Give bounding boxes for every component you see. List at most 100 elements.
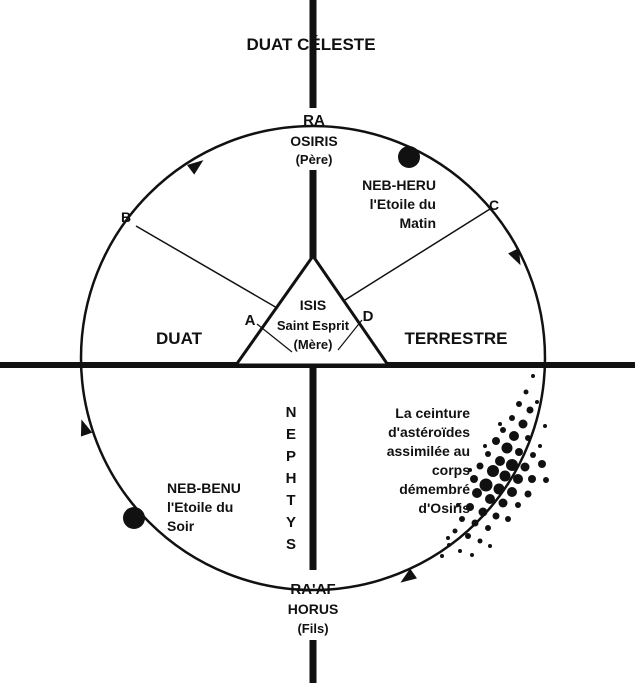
asteroid-dot	[440, 554, 444, 558]
nephthys-letter-e: E	[286, 426, 296, 443]
nephthys-letter-t: T	[286, 492, 295, 509]
point-b-label: B	[121, 209, 131, 225]
terrestre-region-label: TERRESTRE	[405, 329, 508, 348]
asteroid-dot	[458, 549, 462, 553]
nephthys-letter-n: N	[286, 404, 297, 421]
pere-label: (Père)	[296, 152, 333, 167]
asteroid-dot	[476, 462, 484, 470]
asteroid-dot	[485, 525, 491, 531]
asteroid-dot	[506, 459, 518, 471]
asteroids-line3: assimilée au	[387, 443, 470, 459]
asteroid-dot	[538, 444, 542, 448]
neb-benu-line3: Soir	[167, 518, 195, 534]
triangle-inner-line-right	[337, 319, 363, 351]
nephthys-letter-h: H	[286, 470, 297, 487]
asteroid-dot	[518, 419, 528, 429]
ra-label: RA	[303, 112, 325, 129]
asteroid-dot	[515, 502, 521, 508]
asteroid-dot	[500, 427, 506, 433]
isis-label: ISIS	[300, 297, 326, 313]
asteroid-dot	[525, 435, 531, 441]
nephthys-letter-s: S	[286, 536, 296, 553]
asteroid-dot	[452, 528, 458, 534]
asteroid-dot	[468, 468, 472, 472]
asteroid-dot	[530, 452, 536, 458]
asteroid-dot	[488, 544, 492, 548]
orbit-arrow-right	[508, 248, 521, 266]
orbit-arrow-left	[80, 419, 93, 437]
osiris-label: OSIRIS	[290, 133, 337, 149]
neb-heru-line3: Matin	[399, 215, 436, 231]
neb-benu-label: NEB-BENU	[167, 480, 241, 496]
asteroid-dot	[472, 488, 482, 498]
neb-benu-planet	[123, 507, 145, 529]
asteroid-dot	[483, 444, 487, 448]
asteroid-dot	[509, 431, 519, 441]
neb-heru-line2: l'Etoile du	[370, 196, 436, 212]
asteroids-line5: démembré	[399, 481, 470, 497]
asteroid-dot	[493, 483, 505, 495]
asteroid-dot	[485, 494, 495, 504]
asteroid-dot	[498, 422, 502, 426]
asteroid-dot	[447, 543, 451, 547]
asteroids-line2: d'astéroïdes	[388, 424, 470, 440]
asteroid-dot	[501, 442, 513, 454]
asteroid-dot	[513, 474, 523, 484]
asteroid-dot	[531, 374, 535, 378]
asteroid-dot	[466, 503, 474, 511]
asteroid-dot	[492, 437, 500, 445]
fils-label: (Fils)	[297, 621, 328, 636]
asteroid-dot	[495, 456, 505, 466]
duat-region-label: DUAT	[156, 329, 203, 348]
asteroid-dot	[446, 536, 450, 540]
asteroid-dot	[515, 448, 523, 456]
asteroid-dot	[470, 553, 474, 557]
asteroid-dot	[509, 415, 515, 421]
asteroid-dot	[516, 401, 522, 407]
asteroid-dot	[507, 487, 517, 497]
saint-esprit-label: Saint Esprit	[277, 318, 350, 333]
asteroid-dot	[470, 475, 478, 483]
asteroid-dot	[492, 512, 500, 520]
asteroid-dot	[459, 516, 465, 522]
asteroid-dot	[498, 498, 508, 508]
asteroids-line1: La ceinture	[395, 405, 470, 421]
neb-benu-line2: l'Etoile du	[167, 499, 233, 515]
raaf-label: RA'AF	[290, 581, 335, 598]
asteroid-dot	[535, 400, 539, 404]
orbit-arrow-bottom-right	[400, 568, 417, 583]
orbit-arrow-top-left	[187, 160, 204, 175]
asteroids-line4: corps	[432, 462, 470, 478]
asteroid-dot	[526, 406, 534, 414]
asteroid-dot	[505, 516, 511, 522]
mere-label: (Mère)	[293, 337, 332, 352]
asteroid-dot	[471, 519, 479, 527]
asteroid-belt-dots	[440, 374, 549, 558]
asteroid-dot	[479, 478, 493, 492]
neb-heru-label: NEB-HERU	[362, 177, 436, 193]
asteroid-dot	[520, 462, 530, 472]
point-c-label: C	[489, 197, 499, 213]
asteroid-dot	[538, 460, 546, 468]
neb-heru-planet	[398, 146, 420, 168]
asteroid-dot	[543, 424, 547, 428]
asteroid-dot	[543, 477, 549, 483]
asteroid-dot	[477, 538, 483, 544]
point-d-label: D	[363, 308, 374, 325]
asteroid-dot	[465, 533, 471, 539]
horus-label: HORUS	[288, 601, 339, 617]
asteroid-dot	[485, 451, 491, 457]
asteroid-dot	[523, 389, 529, 395]
triangle-inner-line-left	[256, 323, 293, 353]
asteroid-dot	[456, 503, 460, 507]
duat-celeste-title: DUAT CÉLESTE	[246, 35, 375, 54]
asteroid-dot	[487, 465, 499, 477]
chord-c	[344, 208, 491, 301]
asteroid-dot	[478, 507, 488, 517]
chord-b	[135, 225, 285, 313]
asteroid-dot	[528, 475, 536, 483]
orbit-circle	[79, 124, 547, 592]
nephthys-letter-p: P	[286, 448, 296, 465]
asteroid-dot	[524, 490, 532, 498]
